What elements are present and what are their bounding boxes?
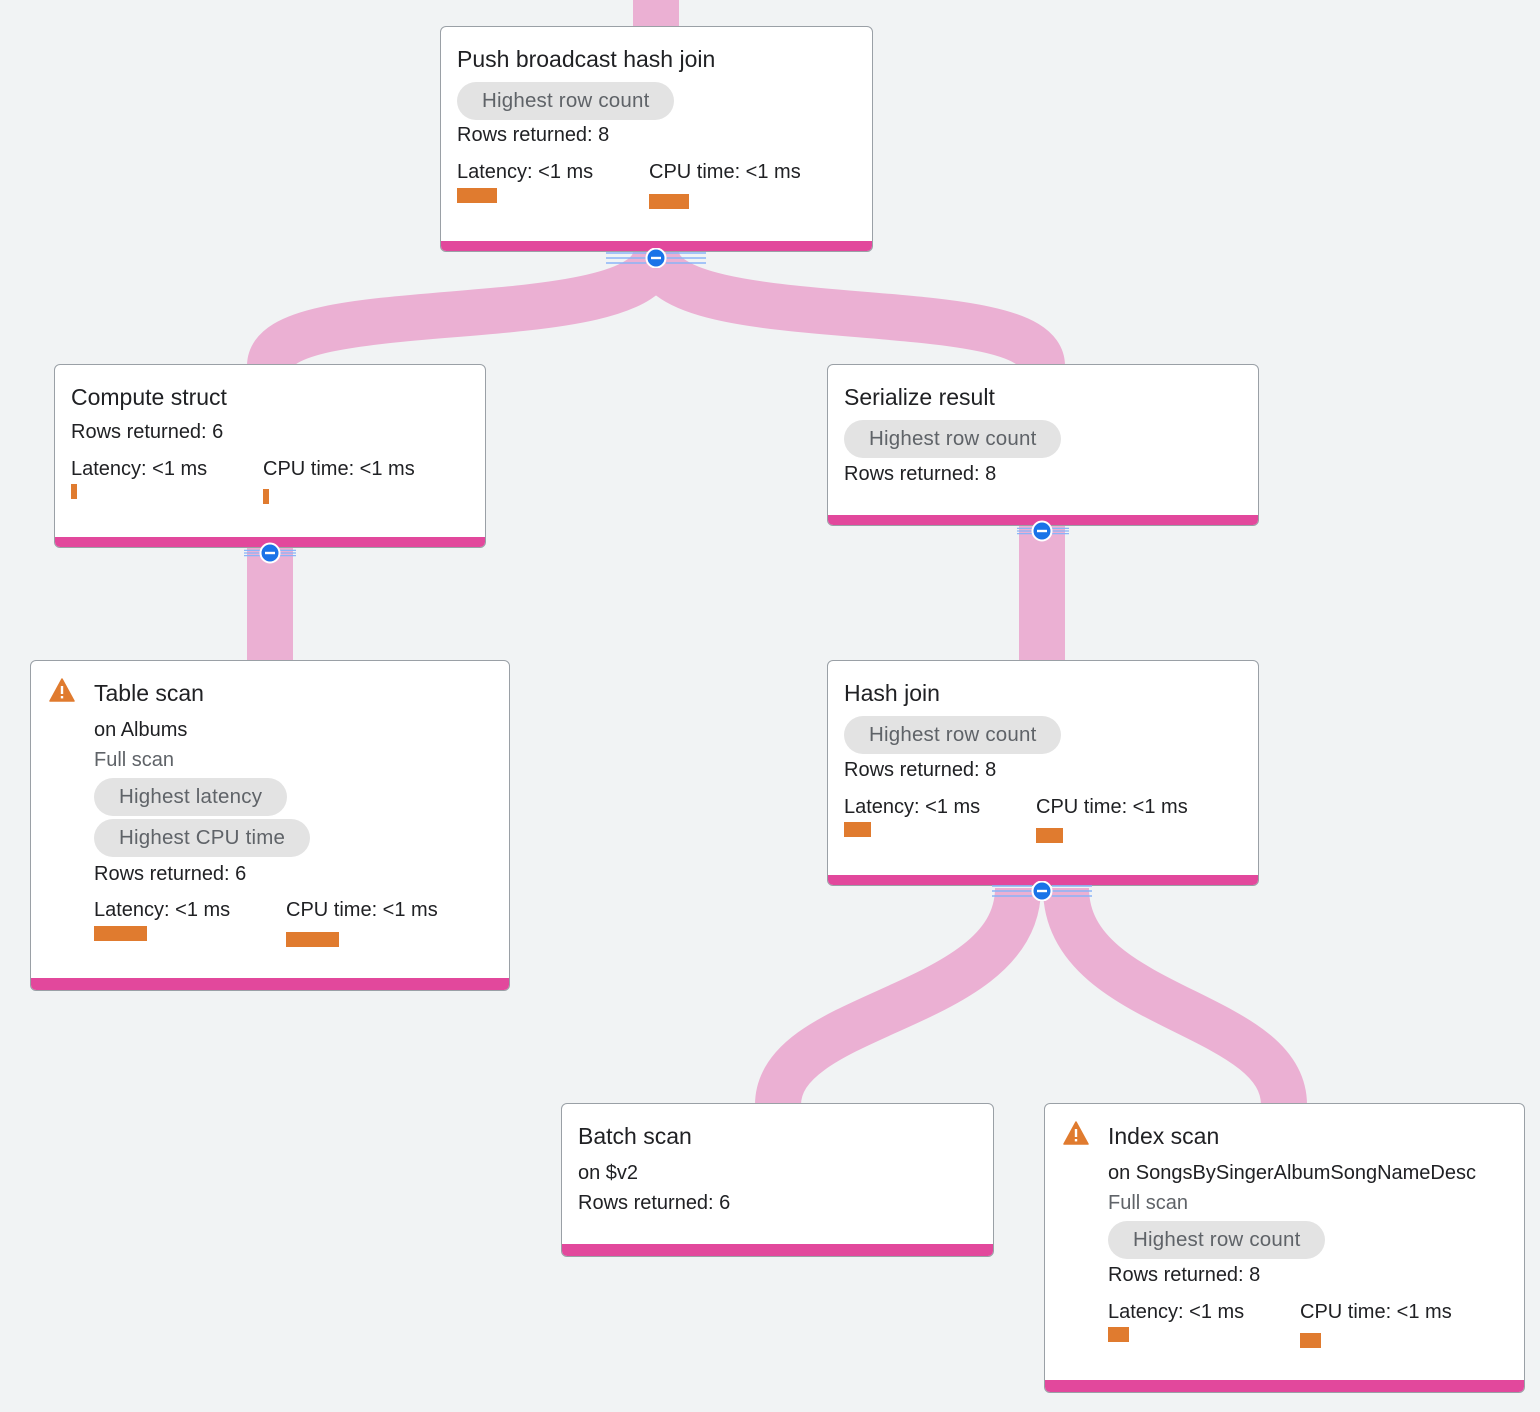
rows-returned: Rows returned: 8 — [1108, 1264, 1261, 1286]
collapse-lines-icon — [606, 252, 706, 264]
edge-hashjoin-to-batch — [755, 886, 1041, 1108]
cpu-time-label: CPU time: <1 ms — [1036, 796, 1188, 818]
node-title: Hash join — [844, 680, 940, 706]
latency-bar — [1108, 1327, 1129, 1342]
node-batch-scan[interactable]: Batch scan on $v2 Rows returned: 6 — [561, 1103, 994, 1257]
node-push-broadcast-hash-join[interactable]: Push broadcast hash join Highest row cou… — [440, 26, 873, 252]
cpu-time-label: CPU time: <1 ms — [1300, 1301, 1452, 1323]
node-title: Index scan — [1108, 1123, 1220, 1149]
cpu-time-bar — [1300, 1333, 1321, 1348]
cpu-time-bar — [263, 489, 269, 504]
collapse-toggle-hash-join[interactable] — [992, 881, 1092, 901]
edge-push-to-serialize — [633, 247, 1065, 371]
minus-circle-icon[interactable] — [1031, 520, 1053, 542]
highest-latency-chip: Highest latency — [94, 778, 288, 816]
highest-cpu-time-chip: Highest CPU time — [94, 819, 311, 857]
highest-row-count-chip: Highest row count — [1108, 1221, 1326, 1259]
rows-returned: Rows returned: 6 — [94, 863, 247, 885]
scan-type: Full scan — [1108, 1192, 1189, 1214]
warning-icon — [49, 678, 75, 702]
cpu-time-label: CPU time: <1 ms — [286, 899, 438, 921]
node-hash-join[interactable]: Hash join Highest row count Rows returne… — [827, 660, 1259, 886]
rows-returned: Rows returned: 6 — [578, 1192, 731, 1214]
node-table-scan[interactable]: Table scan on Albums Full scan Highest l… — [30, 660, 510, 991]
highest-row-count-chip: Highest row count — [844, 716, 1062, 754]
node-bottom-bar — [828, 875, 1258, 885]
cpu-time-label: CPU time: <1 ms — [649, 161, 801, 183]
rows-returned: Rows returned: 8 — [844, 759, 997, 781]
latency-label: Latency: <1 ms — [844, 796, 981, 818]
latency-bar — [457, 188, 497, 203]
edge-hashjoin-to-index — [1043, 886, 1307, 1108]
latency-label: Latency: <1 ms — [94, 899, 231, 921]
node-bottom-bar — [31, 978, 509, 990]
scan-target: on Albums — [94, 719, 188, 741]
cpu-time-label: CPU time: <1 ms — [263, 458, 415, 480]
node-title: Push broadcast hash join — [457, 46, 716, 72]
cpu-time-bar — [1036, 828, 1063, 843]
node-title: Serialize result — [844, 384, 995, 410]
collapse-lines-icon — [992, 885, 1092, 897]
node-bottom-bar — [55, 537, 485, 547]
node-title: Compute struct — [71, 384, 227, 410]
latency-label: Latency: <1 ms — [1108, 1301, 1245, 1323]
rows-returned: Rows returned: 8 — [457, 124, 610, 146]
node-index-scan[interactable]: Index scan on SongsBySingerAlbumSongName… — [1044, 1103, 1525, 1393]
latency-bar — [844, 822, 871, 837]
latency-label: Latency: <1 ms — [457, 161, 594, 183]
node-bottom-bar — [828, 515, 1258, 525]
rows-returned: Rows returned: 6 — [71, 421, 224, 443]
node-compute-struct[interactable]: Compute struct Rows returned: 6 Latency:… — [54, 364, 486, 548]
node-title: Table scan — [94, 680, 204, 706]
cpu-time-bar — [286, 932, 339, 947]
latency-bar — [94, 926, 147, 941]
highest-row-count-chip: Highest row count — [844, 420, 1062, 458]
edge-push-to-compute — [247, 247, 679, 371]
warning-icon — [1063, 1121, 1089, 1145]
node-bottom-bar — [1045, 1380, 1524, 1392]
cpu-time-bar — [649, 194, 689, 209]
node-bottom-bar — [441, 241, 872, 251]
scan-target: on $v2 — [578, 1162, 639, 1184]
node-serialize-result[interactable]: Serialize result Highest row count Rows … — [827, 364, 1259, 526]
latency-bar — [71, 484, 77, 499]
collapse-toggle-push-broadcast[interactable] — [606, 248, 706, 268]
node-title: Batch scan — [578, 1123, 692, 1149]
minus-circle-icon[interactable] — [259, 542, 281, 564]
rows-returned: Rows returned: 8 — [844, 463, 997, 485]
scan-type: Full scan — [94, 749, 175, 771]
node-bottom-bar — [562, 1244, 993, 1256]
scan-target: on SongsBySingerAlbumSongNameDesc — [1108, 1162, 1476, 1184]
highest-row-count-chip: Highest row count — [457, 82, 675, 120]
latency-label: Latency: <1 ms — [71, 458, 208, 480]
